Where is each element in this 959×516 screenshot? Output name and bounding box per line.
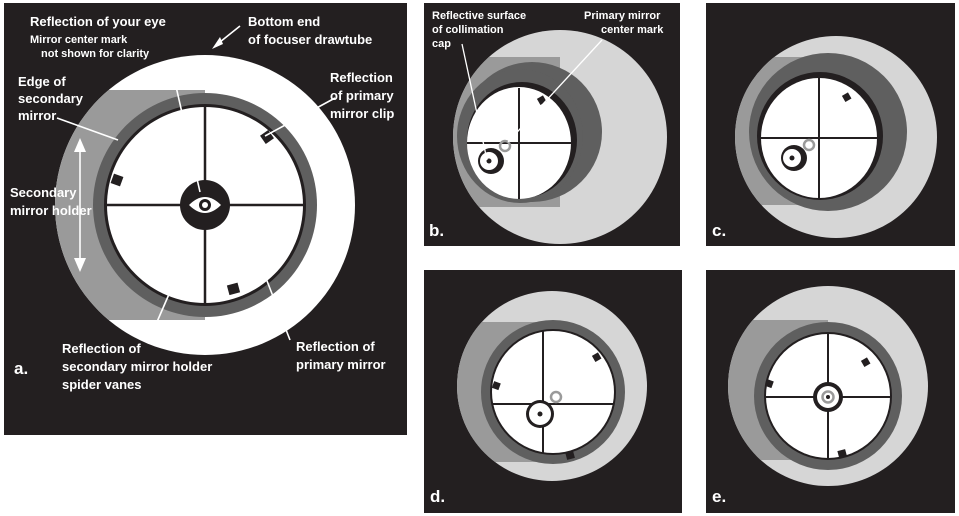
panel-d: d. xyxy=(424,270,682,513)
panel-c: c. xyxy=(706,3,955,246)
primary-mirror-clip-1 xyxy=(591,352,602,362)
primary-mirror-clip-3 xyxy=(837,449,847,458)
panel-d-letter: d. xyxy=(430,487,445,506)
primary-mirror-clip-2 xyxy=(110,173,124,187)
label-holder-2: mirror holder xyxy=(10,203,92,218)
label-primary-2: primary mirror xyxy=(296,357,386,372)
label-surface-1: Reflective surface xyxy=(432,10,526,22)
panel-b: Reflective surface of collimation cap Pr… xyxy=(424,3,680,246)
arrowhead-focuser xyxy=(212,37,223,49)
panel-b-letter: b. xyxy=(429,221,444,240)
primary-mirror-center-mark xyxy=(498,139,512,153)
primary-mirror-clip-3 xyxy=(226,282,241,296)
label-focuser-2: of focuser drawtube xyxy=(248,32,372,47)
panel-a: Reflection of your eye Mirror center mar… xyxy=(4,3,407,435)
arrowhead-down xyxy=(74,258,86,272)
collimation-cap-hole xyxy=(486,158,492,164)
label-clip-3: mirror clip xyxy=(330,106,394,121)
primary-mirror-clip-2 xyxy=(491,381,501,391)
label-primary-1: Reflection of xyxy=(296,339,375,354)
panel-c-letter: c. xyxy=(712,221,726,240)
arrowhead-up xyxy=(74,138,86,152)
panel-e: e. xyxy=(706,270,955,513)
label-holder-1: Secondary xyxy=(10,185,77,200)
label-edge-1: Edge of xyxy=(18,74,66,89)
label-eye: Reflection of your eye xyxy=(30,14,166,29)
primary-mirror-center-mark xyxy=(802,138,816,152)
label-edge-2: secondary xyxy=(18,91,84,106)
label-center-mark-1: Mirror center mark xyxy=(30,34,128,46)
collimation-cap-hole xyxy=(826,395,830,399)
label-center-mark-2: not shown for clarity xyxy=(41,48,150,60)
label-surface-3: cap xyxy=(432,38,451,50)
label-center-2: center mark xyxy=(601,24,664,36)
label-center-1: Primary mirror xyxy=(584,10,661,22)
label-vanes-2: secondary mirror holder xyxy=(62,359,212,374)
leader-surface xyxy=(461,43,488,161)
label-clip-1: Reflection xyxy=(330,70,393,85)
leader-center-mark xyxy=(507,39,603,143)
collimation-cap-hole xyxy=(537,411,543,417)
label-clip-2: of primary xyxy=(330,88,394,103)
primary-mirror-clip-3 xyxy=(565,451,575,460)
label-vanes-1: Reflection of xyxy=(62,341,141,356)
leader-clip xyxy=(264,97,336,137)
primary-mirror-clip xyxy=(841,92,852,102)
leader-primary xyxy=(261,267,291,341)
primary-mirror-center-mark xyxy=(549,390,563,404)
label-surface-2: of collimation xyxy=(432,24,504,36)
leader-eye xyxy=(169,59,201,193)
eye-pupil-highlight xyxy=(202,202,208,208)
label-edge-3: mirror xyxy=(18,108,56,123)
leader-vanes xyxy=(149,254,187,339)
leader-edge xyxy=(56,117,119,141)
panel-e-letter: e. xyxy=(712,487,726,506)
label-focuser-1: Bottom end xyxy=(248,14,320,29)
collimation-cap-hole xyxy=(789,155,795,161)
primary-mirror-center-mark xyxy=(821,390,835,404)
primary-mirror-clip-1 xyxy=(860,357,871,367)
panel-a-letter: a. xyxy=(14,359,28,378)
primary-mirror-clip-2 xyxy=(764,379,774,389)
label-vanes-3: spider vanes xyxy=(62,377,142,392)
